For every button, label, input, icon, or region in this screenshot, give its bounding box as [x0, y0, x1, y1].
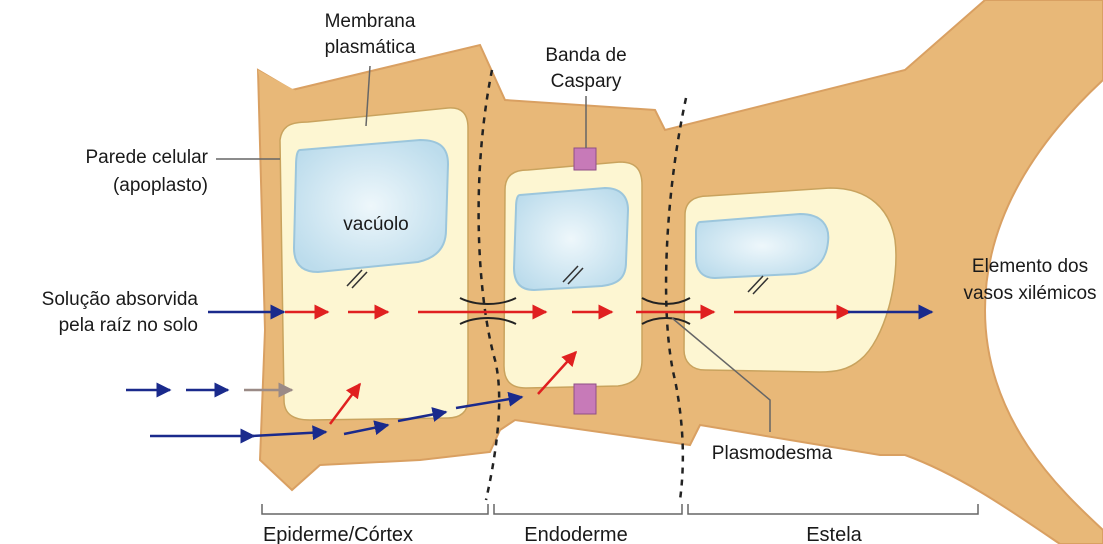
parede-label-line2: (apoplasto): [113, 175, 208, 196]
vacuolo-label: vacúolo: [343, 214, 409, 235]
membrana-label-line2: plasmática: [325, 37, 416, 58]
banda-label-line2: Caspary: [551, 71, 622, 92]
elemento-label-line2: vasos xilémicos: [963, 283, 1096, 304]
region-brackets: [262, 504, 978, 514]
membrana-label-line1: Membrana: [325, 11, 416, 32]
solucao-label-line2: pela raíz no solo: [59, 315, 198, 336]
region-label-epiderme-cortex: Epiderme/Córtex: [263, 524, 413, 544]
region-label-estela: Estela: [806, 524, 862, 544]
banda-label-line1: Banda de: [545, 45, 626, 66]
cortex-cell-vacuole: [294, 140, 448, 272]
caspary-band-top: [574, 148, 596, 170]
caspary-band-bottom: [574, 384, 596, 414]
region-label-endoderme: Endoderme: [524, 524, 627, 544]
solucao-label-line1: Solução absorvida: [42, 289, 199, 310]
endodermis-cell-vacuole: [514, 188, 628, 290]
parede-label-line1: Parede celular: [85, 147, 208, 168]
plasmodesma-label: Plasmodesma: [712, 443, 833, 464]
stele-cell-vacuole: [696, 214, 828, 278]
elemento-label-line1: Elemento dos: [972, 256, 1088, 277]
